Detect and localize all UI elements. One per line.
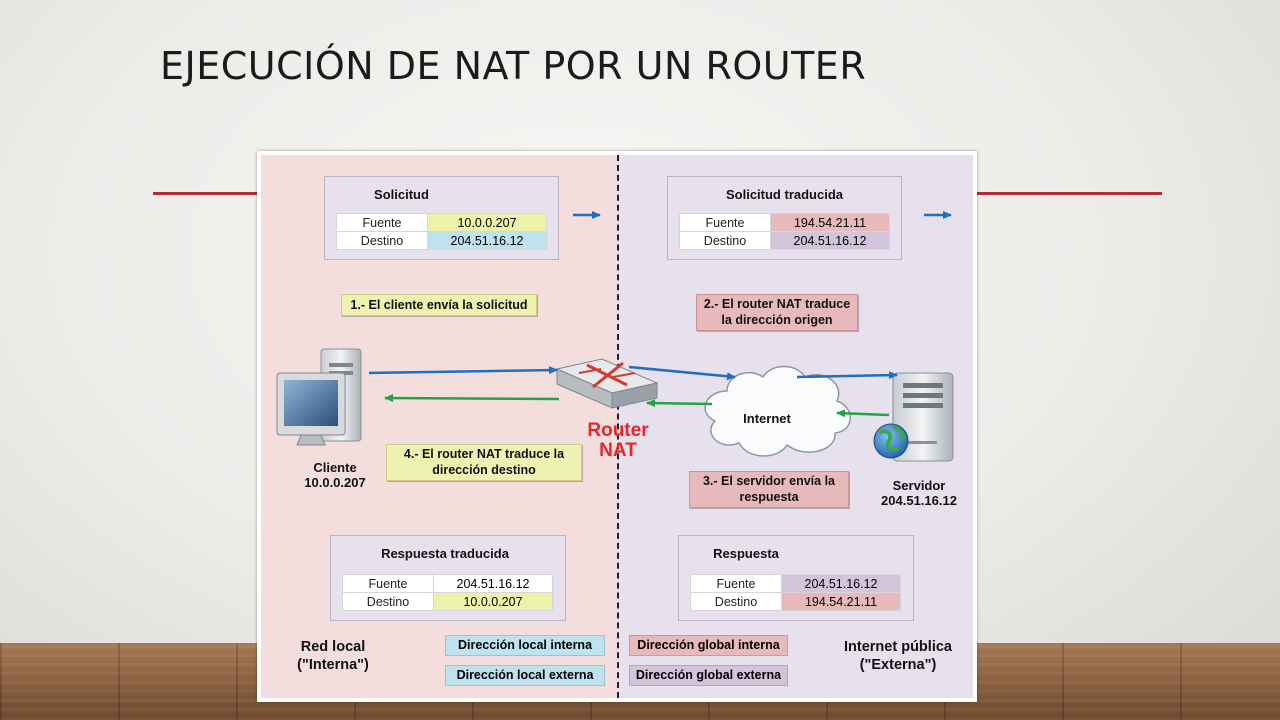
table-row: Destino 194.54.21.11 [690, 592, 901, 611]
respuesta-traducida-table: Fuente 204.51.16.12 Destino 10.0.0.207 [342, 574, 553, 611]
flow-arrow-cloud-to-router [646, 399, 713, 408]
table-row: Fuente 204.51.16.12 [690, 574, 901, 593]
server-ip: 204.51.16.12 [881, 493, 957, 508]
row-key: Destino [342, 592, 434, 611]
solicitud-traducida-table: Fuente 194.54.21.11 Destino 204.51.16.12 [679, 213, 890, 250]
row-key: Fuente [342, 574, 434, 593]
respuesta-traducida-box: Respuesta traducida Fuente 204.51.16.12 … [330, 535, 566, 621]
title-accent-line-right [977, 192, 1162, 195]
router-label-line-2: NAT [599, 440, 637, 461]
row-value: 204.51.16.12 [433, 574, 553, 593]
table-row: Fuente 194.54.21.11 [679, 213, 890, 232]
client-name: Cliente [313, 460, 357, 475]
solicitud-box: Solicitud Fuente 10.0.0.207 Destino 204.… [324, 176, 559, 260]
step-3-note: 3.- El servidor envía la respuesta [689, 471, 849, 508]
local-network-line-1: Red local [300, 639, 366, 655]
row-key: Destino [336, 231, 428, 250]
row-value: 194.54.21.11 [770, 213, 890, 232]
legend-global-externa: Dirección global externa [629, 665, 788, 686]
router-icon [555, 358, 659, 409]
row-value: 204.51.16.12 [770, 231, 890, 250]
legend-local-externa: Dirección local externa [445, 665, 605, 686]
client-computer-icon [276, 348, 362, 446]
title-accent-line-left [153, 192, 258, 195]
server-name: Servidor [892, 478, 946, 493]
flow-arrow-router-to-client [384, 394, 560, 403]
row-value: 10.0.0.207 [433, 592, 553, 611]
server-label: Servidor 204.51.16.12 [859, 478, 979, 508]
step-4-line-1: 4.- El router NAT traduce la [403, 447, 565, 461]
flow-arrow-cloud-to-server [796, 371, 898, 380]
step-3-line-2: respuesta [739, 490, 799, 504]
network-boundary-line [617, 155, 619, 698]
step-2-line-1: 2.- El router NAT traduce [703, 297, 851, 311]
solicitud-traducida-box: Solicitud traducida Fuente 194.54.21.11 … [667, 176, 902, 260]
public-internet-line-2: ("Externa") [859, 657, 937, 673]
row-value: 204.51.16.12 [427, 231, 547, 250]
table-row: Destino 204.51.16.12 [336, 231, 547, 250]
legend-global-interna: Dirección global interna [629, 635, 788, 656]
flow-arrow-router-to-cloud [628, 365, 736, 381]
solicitud-title: Solicitud [374, 187, 429, 202]
respuesta-title: Respuesta [713, 546, 779, 561]
solicitud-table: Fuente 10.0.0.207 Destino 204.51.16.12 [336, 213, 547, 250]
router-label-line-1: Router [587, 420, 649, 441]
client-label: Cliente 10.0.0.207 [277, 460, 393, 490]
row-value: 204.51.16.12 [781, 574, 901, 593]
table-row: Fuente 204.51.16.12 [342, 574, 553, 593]
table-row: Fuente 10.0.0.207 [336, 213, 547, 232]
router-label: Router NAT [573, 421, 663, 461]
internet-cloud-icon [704, 365, 851, 457]
public-internet-label: Internet pública ("Externa") [823, 638, 973, 674]
globe-icon [873, 423, 909, 459]
legend-local-interna: Dirección local interna [445, 635, 605, 656]
step-1-note: 1.- El cliente envía la solicitud [341, 294, 537, 316]
row-key: Destino [690, 592, 782, 611]
row-key: Destino [679, 231, 771, 250]
step-3-line-1: 3.- El servidor envía la [702, 474, 835, 488]
public-internet-line-1: Internet pública [844, 639, 952, 655]
table-row: Destino 10.0.0.207 [342, 592, 553, 611]
row-value: 10.0.0.207 [427, 213, 547, 232]
flow-arrow-client-to-router [368, 366, 558, 375]
flow-arrow-server-to-cloud [836, 409, 890, 418]
row-key: Fuente [679, 213, 771, 232]
step-2-line-2: la dirección origen [721, 313, 833, 327]
step-4-line-2: dirección destino [432, 463, 536, 477]
client-ip: 10.0.0.207 [304, 475, 366, 490]
step-2-note: 2.- El router NAT traduce la dirección o… [696, 294, 858, 331]
solicitud-traducida-title: Solicitud traducida [725, 187, 843, 202]
step-4-note: 4.- El router NAT traduce la dirección d… [386, 444, 582, 481]
respuesta-box: Respuesta Fuente 204.51.16.12 Destino 19… [678, 535, 914, 621]
cloud-label: Internet [743, 411, 791, 426]
row-value: 194.54.21.11 [781, 592, 901, 611]
respuesta-traducida-title: Respuesta traducida [381, 546, 509, 561]
local-network-label: Red local ("Interna") [277, 638, 389, 674]
network-graphics [276, 211, 954, 462]
nat-diagram: Solicitud Fuente 10.0.0.207 Destino 204.… [257, 151, 977, 702]
respuesta-table: Fuente 204.51.16.12 Destino 194.54.21.11 [690, 574, 901, 611]
local-network-line-2: ("Interna") [297, 657, 369, 673]
table-row: Destino 204.51.16.12 [679, 231, 890, 250]
slide-title: EJECUCIÓN DE NAT POR UN ROUTER [160, 44, 867, 88]
